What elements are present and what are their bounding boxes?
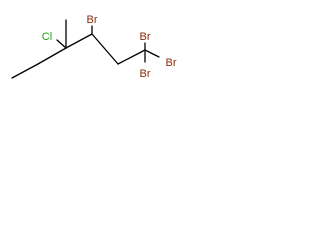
bond-c5-c3 — [37, 47, 67, 65]
chlorine-atom-label: Cl — [42, 31, 52, 43]
bromine-atom-label-c1-bottom: Br — [140, 68, 151, 80]
bond-c3-cl — [56, 39, 67, 49]
bond-c3-c4 — [65, 33, 93, 49]
bromine-atom-label-c1-top: Br — [140, 31, 151, 43]
bromine-atom-label-c4: Br — [87, 14, 98, 26]
bond-c1-br-right — [144, 49, 160, 58]
bromine-atom-label-c1-right: Br — [166, 57, 177, 69]
molecule-structure-diagram: Cl Br Br Br Br — [11, 14, 177, 80]
bond-c6-c5 — [11, 63, 39, 79]
bond-c2-c1 — [117, 49, 146, 65]
bond-c4-c2 — [91, 33, 119, 65]
